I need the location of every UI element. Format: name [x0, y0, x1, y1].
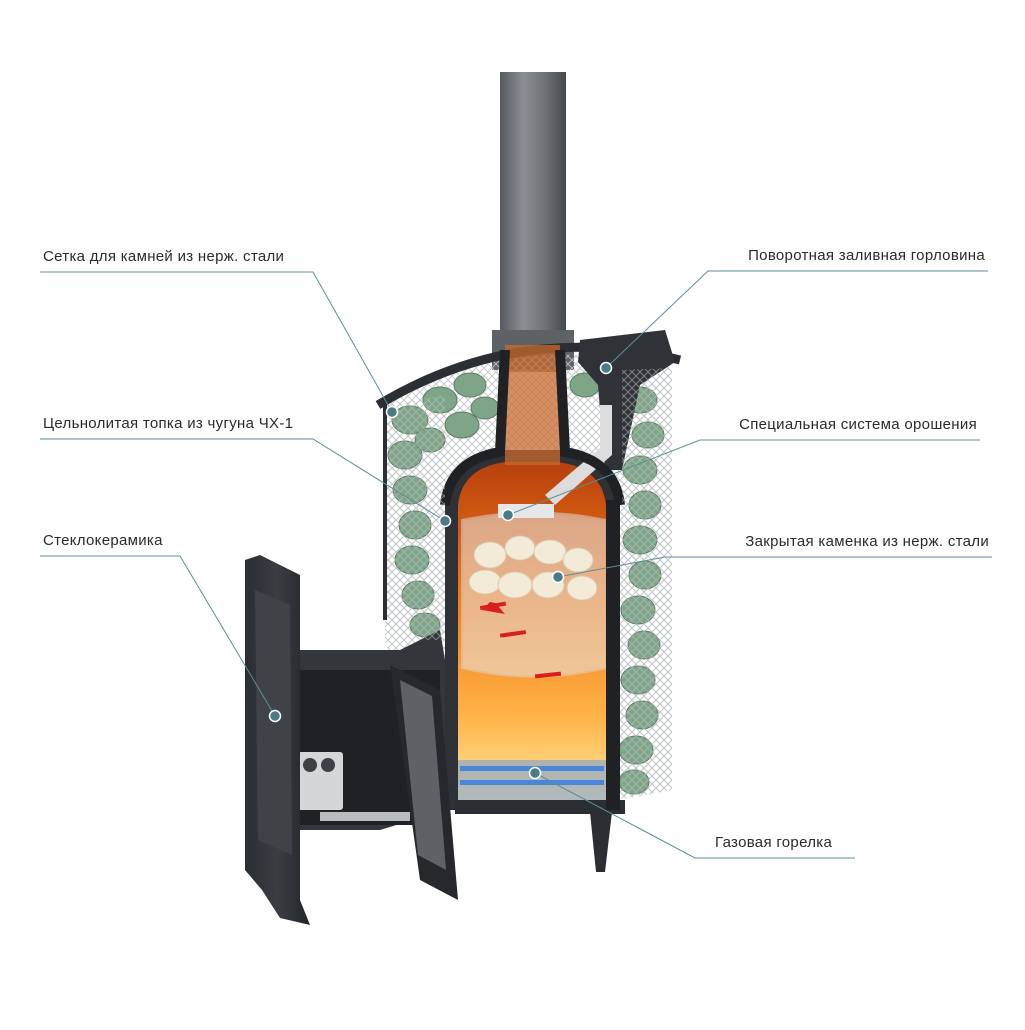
firebox-shell-edge-right	[555, 349, 625, 506]
leader-glass	[40, 555, 276, 717]
cladding-glass	[255, 590, 292, 855]
marker-firebox	[438, 514, 452, 528]
leader-firebox	[40, 438, 446, 522]
stove-leg	[590, 812, 612, 872]
firebox-door	[390, 665, 458, 900]
firebox-right-wall	[606, 500, 620, 810]
leader-mesh	[40, 271, 393, 413]
stone-mesh-front-right	[622, 368, 672, 800]
valve-knob-1	[303, 758, 317, 772]
flue-flame	[505, 345, 560, 465]
label-gas-burner: Газовая горелка	[715, 834, 833, 851]
label-closed-heater: Закрытая каменка из нерж. стали	[745, 533, 989, 550]
valve-knob-2	[321, 758, 335, 772]
stone-mesh-front-left	[385, 395, 445, 640]
label-rotary-filler-neck: Поворотная заливная горловина	[748, 247, 985, 264]
leader-irrigation	[507, 439, 980, 516]
label-glass-ceramic: Стеклокерамика	[43, 532, 163, 549]
hot-gas-arrows	[479, 601, 562, 679]
leader-filler	[605, 270, 988, 369]
leader-markers	[268, 361, 613, 780]
leader-burner	[534, 772, 855, 859]
marker-irrigation	[501, 508, 515, 522]
leader-lines	[40, 270, 992, 859]
label-stone-mesh: Сетка для камней из нерж. стали	[43, 248, 285, 265]
label-cast-iron-firebox: Цельнолитая топка из чугуна ЧХ-1	[43, 415, 294, 432]
chimney-pipe	[500, 72, 566, 372]
firebox-shell-edge	[440, 349, 510, 506]
marker-filler	[599, 361, 613, 375]
marker-glass	[268, 709, 282, 723]
glass-ceramic-pane	[400, 680, 446, 870]
marker-heater	[551, 570, 565, 584]
marker-mesh	[385, 405, 399, 419]
label-irrigation-system: Специальная система орошения	[739, 416, 977, 433]
burner-base	[455, 800, 625, 814]
gas-pipe	[320, 812, 410, 821]
marker-burner	[528, 766, 542, 780]
irrigation-pipe	[545, 405, 612, 505]
leader-heater	[557, 556, 992, 578]
